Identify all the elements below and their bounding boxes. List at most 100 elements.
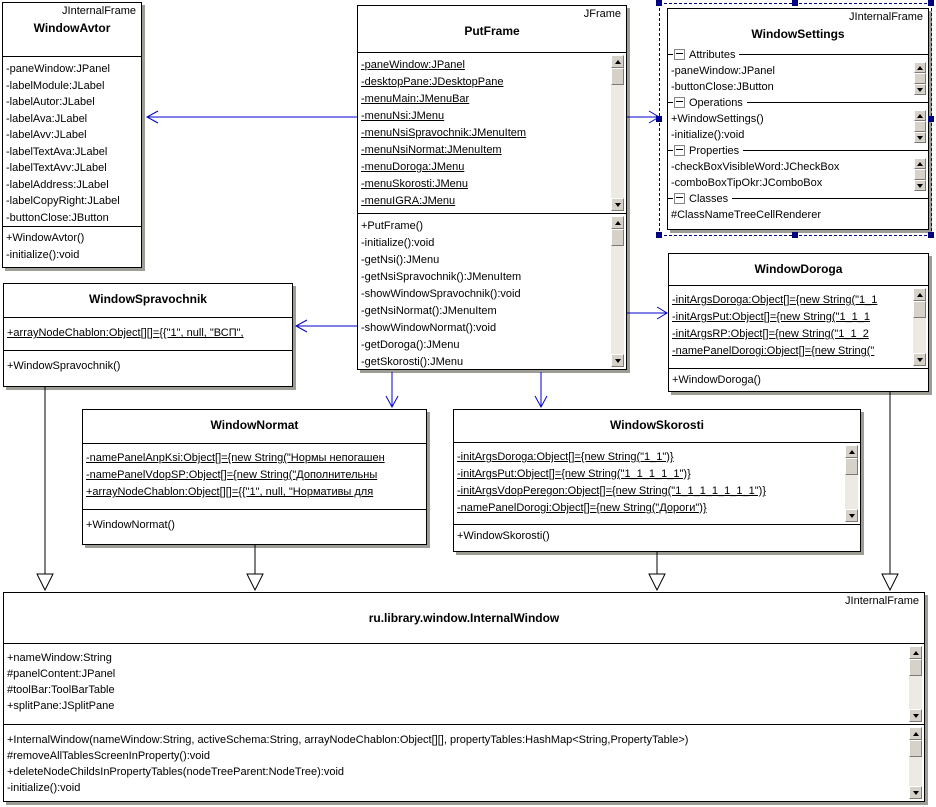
member-row[interactable]: -comboBoxTipOkr:JComboBox: [671, 177, 823, 189]
member-row[interactable]: #ClassNameTreeCellRenderer: [671, 209, 821, 221]
member-row[interactable]: -labelTextAva:JLabel: [6, 145, 108, 158]
member-row[interactable]: -labelAutor:JLabel: [6, 96, 95, 108]
scroll-down-button[interactable]: [914, 84, 926, 95]
member-row[interactable]: -initArgsDoroga:Object[]={new String("1_…: [457, 451, 674, 463]
scrollbar-thumb[interactable]: [611, 68, 624, 85]
scroll-down-button[interactable]: [909, 786, 922, 799]
scrollbar-track[interactable]: [845, 475, 858, 509]
scroll-up-button[interactable]: [611, 55, 624, 68]
scrollbar[interactable]: [611, 55, 624, 211]
member-row[interactable]: +InternalWindow(nameWindow:String, activ…: [7, 734, 689, 746]
member-row[interactable]: -menuNsiNormat:JMenuItem: [361, 144, 502, 156]
scrollbar[interactable]: [909, 727, 922, 799]
member-row[interactable]: +WindowAvtor(): [6, 232, 85, 244]
member-row[interactable]: -showWindowSpravochnik():void: [361, 288, 521, 300]
scrollbar[interactable]: [914, 62, 926, 95]
scroll-up-button[interactable]: [913, 288, 926, 301]
scroll-down-button[interactable]: [914, 132, 926, 143]
class-box-putframe[interactable]: JFrame PutFrame -paneWindow:JPanel-deskt…: [357, 5, 627, 370]
association-putframe-to-windowavtor[interactable]: [145, 110, 357, 124]
member-row[interactable]: -labelModule:JLabel: [6, 79, 105, 92]
scroll-down-button[interactable]: [845, 509, 858, 522]
member-row[interactable]: -menuNsiSpravochnik:JMenuItem: [361, 127, 527, 139]
selection-handle[interactable]: [656, 116, 662, 122]
member-row[interactable]: -initArgsPut:Object[]={new String("1_1_1: [672, 311, 871, 323]
scroll-up-button[interactable]: [914, 62, 926, 73]
scrollbar-track[interactable]: [611, 246, 624, 354]
collapse-icon[interactable]: [674, 193, 685, 204]
scrollbar-thumb[interactable]: [914, 121, 926, 132]
member-row[interactable]: #toolBar:ToolBarTable: [7, 684, 115, 696]
member-row[interactable]: -labelAvv:JLabel: [6, 129, 87, 141]
class-box-windowskorosti[interactable]: WindowSkorosti -initArgsDoroga:Object[]=…: [453, 409, 861, 552]
member-row[interactable]: -labelAva:JLabel: [6, 112, 88, 125]
scrollbar-thumb[interactable]: [611, 229, 624, 246]
member-row[interactable]: -namePanelAnpKsi:Object[]={new String("Н…: [86, 452, 385, 464]
association-putframe-to-windownormat[interactable]: [385, 372, 399, 409]
member-row[interactable]: #removeAllTablesScreenInProperty():void: [7, 750, 210, 762]
member-row[interactable]: -showWindowNormat():void: [361, 322, 497, 334]
scroll-down-button[interactable]: [913, 353, 926, 366]
scrollbar-thumb[interactable]: [913, 301, 926, 318]
member-row[interactable]: +deleteNodeChildsInPropertyTables(nodeTr…: [7, 766, 345, 778]
member-row[interactable]: -menuNsi:JMenu: [361, 110, 445, 122]
scroll-up-button[interactable]: [914, 110, 926, 121]
member-row[interactable]: +WindowSpravochnik(): [7, 360, 121, 372]
member-row[interactable]: -initialize():void: [361, 237, 435, 249]
selection-handle[interactable]: [928, 116, 934, 122]
class-box-windownormat[interactable]: WindowNormat -namePanelAnpKsi:Object[]={…: [82, 409, 427, 545]
scrollbar[interactable]: [611, 216, 624, 367]
scroll-up-button[interactable]: [845, 445, 858, 458]
scrollbar-thumb[interactable]: [909, 659, 922, 676]
scroll-up-button[interactable]: [914, 158, 926, 169]
scrollbar-track[interactable]: [909, 757, 922, 786]
class-box-windowspravochnik[interactable]: WindowSpravochnik +arrayNodeChablon:Obje…: [3, 283, 293, 387]
scrollbar[interactable]: [914, 110, 926, 143]
member-row[interactable]: +splitPane:JSplitPane: [7, 700, 115, 712]
collapse-icon[interactable]: [674, 97, 685, 108]
member-row[interactable]: -namePanelDorogi:Object[]={new String(": [672, 345, 875, 357]
selection-handle[interactable]: [656, 232, 662, 238]
scroll-down-button[interactable]: [909, 709, 922, 722]
association-putframe-to-windowsettings[interactable]: [627, 110, 660, 124]
scrollbar-thumb[interactable]: [914, 73, 926, 84]
scrollbar[interactable]: [845, 445, 858, 522]
member-row[interactable]: -getDoroga():JMenu: [361, 339, 460, 351]
member-row[interactable]: -namePanelDorogi:Object[]={new String("Д…: [457, 502, 707, 514]
member-row[interactable]: -getSkorosti():JMenu: [361, 356, 464, 368]
scrollbar-track[interactable]: [611, 85, 624, 198]
member-row[interactable]: -getNsiSpravochnik():JMenuItem: [361, 271, 522, 283]
selection-handle[interactable]: [928, 0, 934, 6]
scrollbar-thumb[interactable]: [909, 740, 922, 757]
member-row[interactable]: -initArgsVdopPeregon:Object[]={new Strin…: [457, 485, 766, 497]
member-row[interactable]: #panelContent:JPanel: [7, 668, 116, 680]
member-row[interactable]: -labelTextAvv:JLabel: [6, 162, 107, 174]
member-row[interactable]: -namePanelVdopSP:Object[]={new String("Д…: [86, 469, 378, 481]
class-box-windowavtor[interactable]: JInternalFrame WindowAvtor -paneWindow:J…: [2, 2, 142, 268]
member-row[interactable]: -getNsi():JMenu: [361, 254, 440, 266]
member-row[interactable]: -paneWindow:JPanel: [361, 59, 465, 71]
collapse-icon[interactable]: [674, 49, 685, 60]
member-row[interactable]: +PutFrame(): [361, 220, 424, 232]
selection-handle[interactable]: [928, 232, 934, 238]
generalization-windownormat-to-internalwindow[interactable]: [246, 545, 264, 592]
member-row[interactable]: +WindowNormat(): [86, 519, 175, 531]
scrollbar[interactable]: [914, 158, 926, 191]
member-row[interactable]: -paneWindow:JPanel: [671, 65, 775, 77]
scroll-down-button[interactable]: [611, 198, 624, 211]
member-row[interactable]: -labelCopyRight:JLabel: [6, 195, 120, 207]
member-row[interactable]: -getNsiNormat():JMenuItem: [361, 305, 497, 317]
member-row[interactable]: +WindowDoroga(): [672, 374, 761, 386]
member-row[interactable]: +WindowSkorosti(): [457, 530, 550, 542]
scrollbar-thumb[interactable]: [914, 169, 926, 180]
member-row[interactable]: -menuMain:JMenuBar: [361, 93, 470, 105]
generalization-windowspravochnik-to-internalwindow[interactable]: [36, 387, 54, 592]
member-row[interactable]: +arrayNodeChablon:Object[][]={{"1", null…: [86, 486, 374, 498]
scroll-down-button[interactable]: [914, 180, 926, 191]
member-row[interactable]: -initialize():void: [671, 129, 745, 141]
scrollbar[interactable]: [913, 288, 926, 366]
member-row[interactable]: -labelAddress:JLabel: [6, 178, 109, 191]
collapse-icon[interactable]: [674, 145, 685, 156]
scrollbar-track[interactable]: [913, 318, 926, 353]
